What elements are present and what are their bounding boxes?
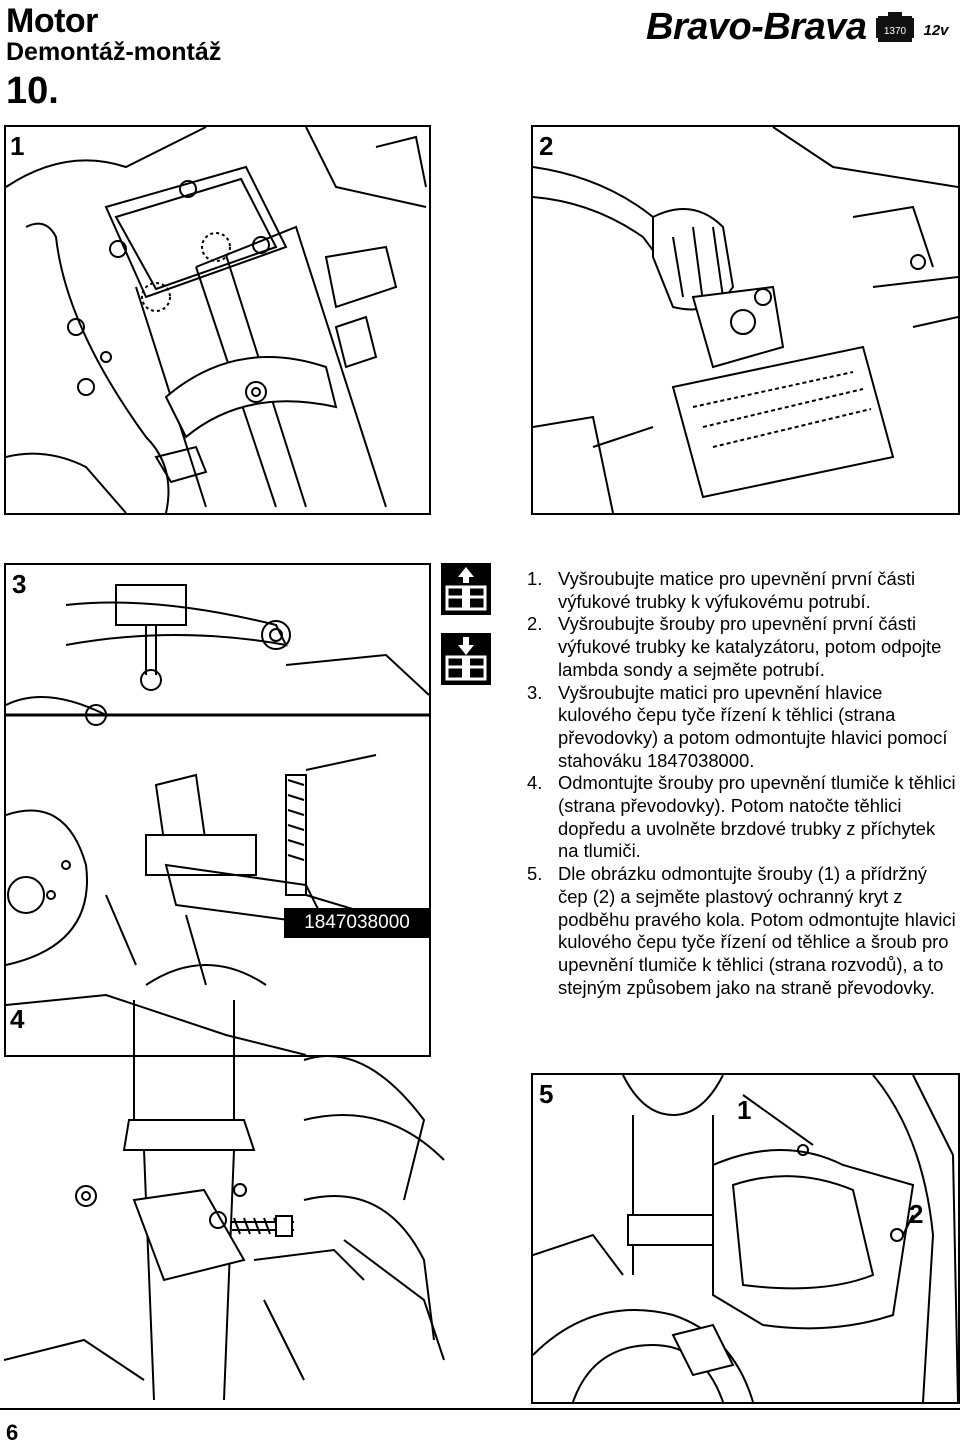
page-title: Motor — [6, 2, 98, 40]
model-name: Bravo-Brava — [646, 6, 867, 48]
instructions-list: 1. Vyšroubujte matice pro upevnění první … — [527, 568, 957, 999]
panel-number-1: 1 — [10, 131, 25, 161]
wheel-arch-cover-drawing — [533, 1075, 958, 1402]
instruction-number: 2. — [527, 613, 543, 635]
illustration-panel-5: 5 1 2 — [531, 1073, 960, 1404]
instruction-number: 4. — [527, 772, 543, 794]
steering-knuckle-drawing — [6, 584, 429, 1055]
callout-1: 1 — [737, 1095, 752, 1125]
panel-number-4: 4 — [10, 1004, 25, 1034]
instruction-item: 4. Odmontujte šrouby pro upevnění tlumiče… — [527, 772, 957, 863]
shock-absorber-drawing — [4, 1000, 445, 1400]
catalyst-pipe-drawing — [533, 127, 958, 513]
illustration-panel-2: 2 — [531, 125, 960, 515]
exhaust-manifold-drawing — [6, 127, 427, 513]
section-number: 10. — [6, 70, 59, 112]
instruction-text: Vyšroubujte šrouby pro upevnění první čá… — [558, 613, 942, 680]
page-number: 6 — [6, 1420, 19, 1445]
illustration-panel-1: 1 — [4, 125, 431, 515]
box-arrow-up-icon — [445, 567, 487, 611]
panel-number-2: 2 — [539, 131, 554, 161]
instruction-item: 2. Vyšroubujte šrouby pro upevnění první … — [527, 613, 957, 681]
instruction-item: 3. Vyšroubujte matici pro upevnění hlavic… — [527, 682, 957, 773]
illustration-panel-4: 4 — [4, 1000, 954, 1400]
panel-number-5: 5 — [539, 1079, 554, 1109]
assemble-icon-box — [441, 633, 491, 685]
tool-code-label: 1847038000 — [284, 908, 430, 938]
engine-badge: 1370 12v — [876, 12, 950, 42]
panel-number-3: 3 — [12, 569, 27, 599]
instruction-number: 3. — [527, 681, 543, 703]
instruction-number: 5. — [527, 863, 543, 885]
instruction-text: Vyšroubujte matice pro upevnění první čá… — [558, 568, 916, 612]
badge-engine-text: 1370 — [884, 26, 907, 37]
instruction-text: Dle obrázku odmontujte šrouby (1) a příd… — [558, 863, 956, 998]
instruction-text: Odmontujte šrouby pro upevnění tlumiče k… — [558, 772, 956, 862]
badge-valves-text: 12v — [923, 22, 950, 39]
disassemble-icon-box — [441, 563, 491, 615]
instruction-number: 1. — [527, 568, 543, 589]
instruction-item: 1. Vyšroubujte matice pro upevnění první … — [527, 568, 957, 613]
instruction-item: 5. Dle obrázku odmontujte šrouby (1) a př… — [527, 863, 957, 999]
footer-divider — [0, 1408, 960, 1410]
box-arrow-down-icon — [445, 637, 487, 681]
page-subtitle: Demontáž-montáž — [6, 38, 222, 66]
callout-2: 2 — [909, 1199, 924, 1229]
instruction-text: Vyšroubujte matici pro upevnění hlavice … — [558, 681, 948, 771]
illustration-panel-3-4: 3 — [4, 563, 431, 1057]
